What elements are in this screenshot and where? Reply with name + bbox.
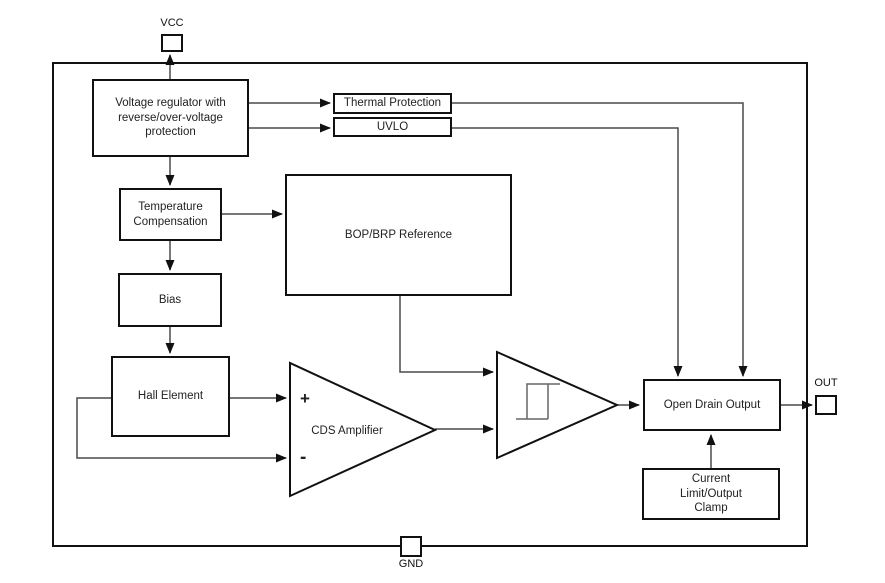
pin-out	[815, 395, 837, 415]
block-uvlo-label: UVLO	[376, 120, 409, 133]
block-voltage-regulator: Voltage regulator with reverse/over-volt…	[92, 79, 249, 157]
pin-vcc	[161, 34, 183, 52]
block-bias: Bias	[118, 273, 222, 327]
pin-label-out: OUT	[814, 377, 838, 389]
block-temperature-compensation-label: Temperature Compensation	[133, 200, 208, 228]
block-hall-element: Hall Element	[111, 356, 230, 437]
block-current-limit: Current Limit/Output Clamp	[642, 468, 780, 520]
block-bop-brp-reference: BOP/BRP Reference	[285, 174, 512, 296]
block-uvlo: UVLO	[333, 117, 452, 137]
chip-boundary	[52, 62, 808, 547]
block-bias-label: Bias	[158, 293, 182, 306]
block-thermal-protection-label: Thermal Protection	[343, 97, 442, 110]
block-temperature-compensation: Temperature Compensation	[119, 188, 222, 241]
block-current-limit-label: Current Limit/Output Clamp	[680, 472, 742, 515]
block-open-drain-output: Open Drain Output	[643, 379, 781, 431]
pin-label-vcc: VCC	[160, 17, 184, 29]
block-thermal-protection: Thermal Protection	[333, 93, 452, 114]
block-open-drain-output-label: Open Drain Output	[663, 398, 761, 411]
block-bop-brp-reference-label: BOP/BRP Reference	[344, 228, 453, 241]
pin-gnd	[400, 536, 422, 557]
block-voltage-regulator-label: Voltage regulator with reverse/over-volt…	[115, 96, 226, 139]
pin-label-gnd: GND	[398, 558, 424, 570]
block-hall-element-label: Hall Element	[137, 390, 204, 403]
